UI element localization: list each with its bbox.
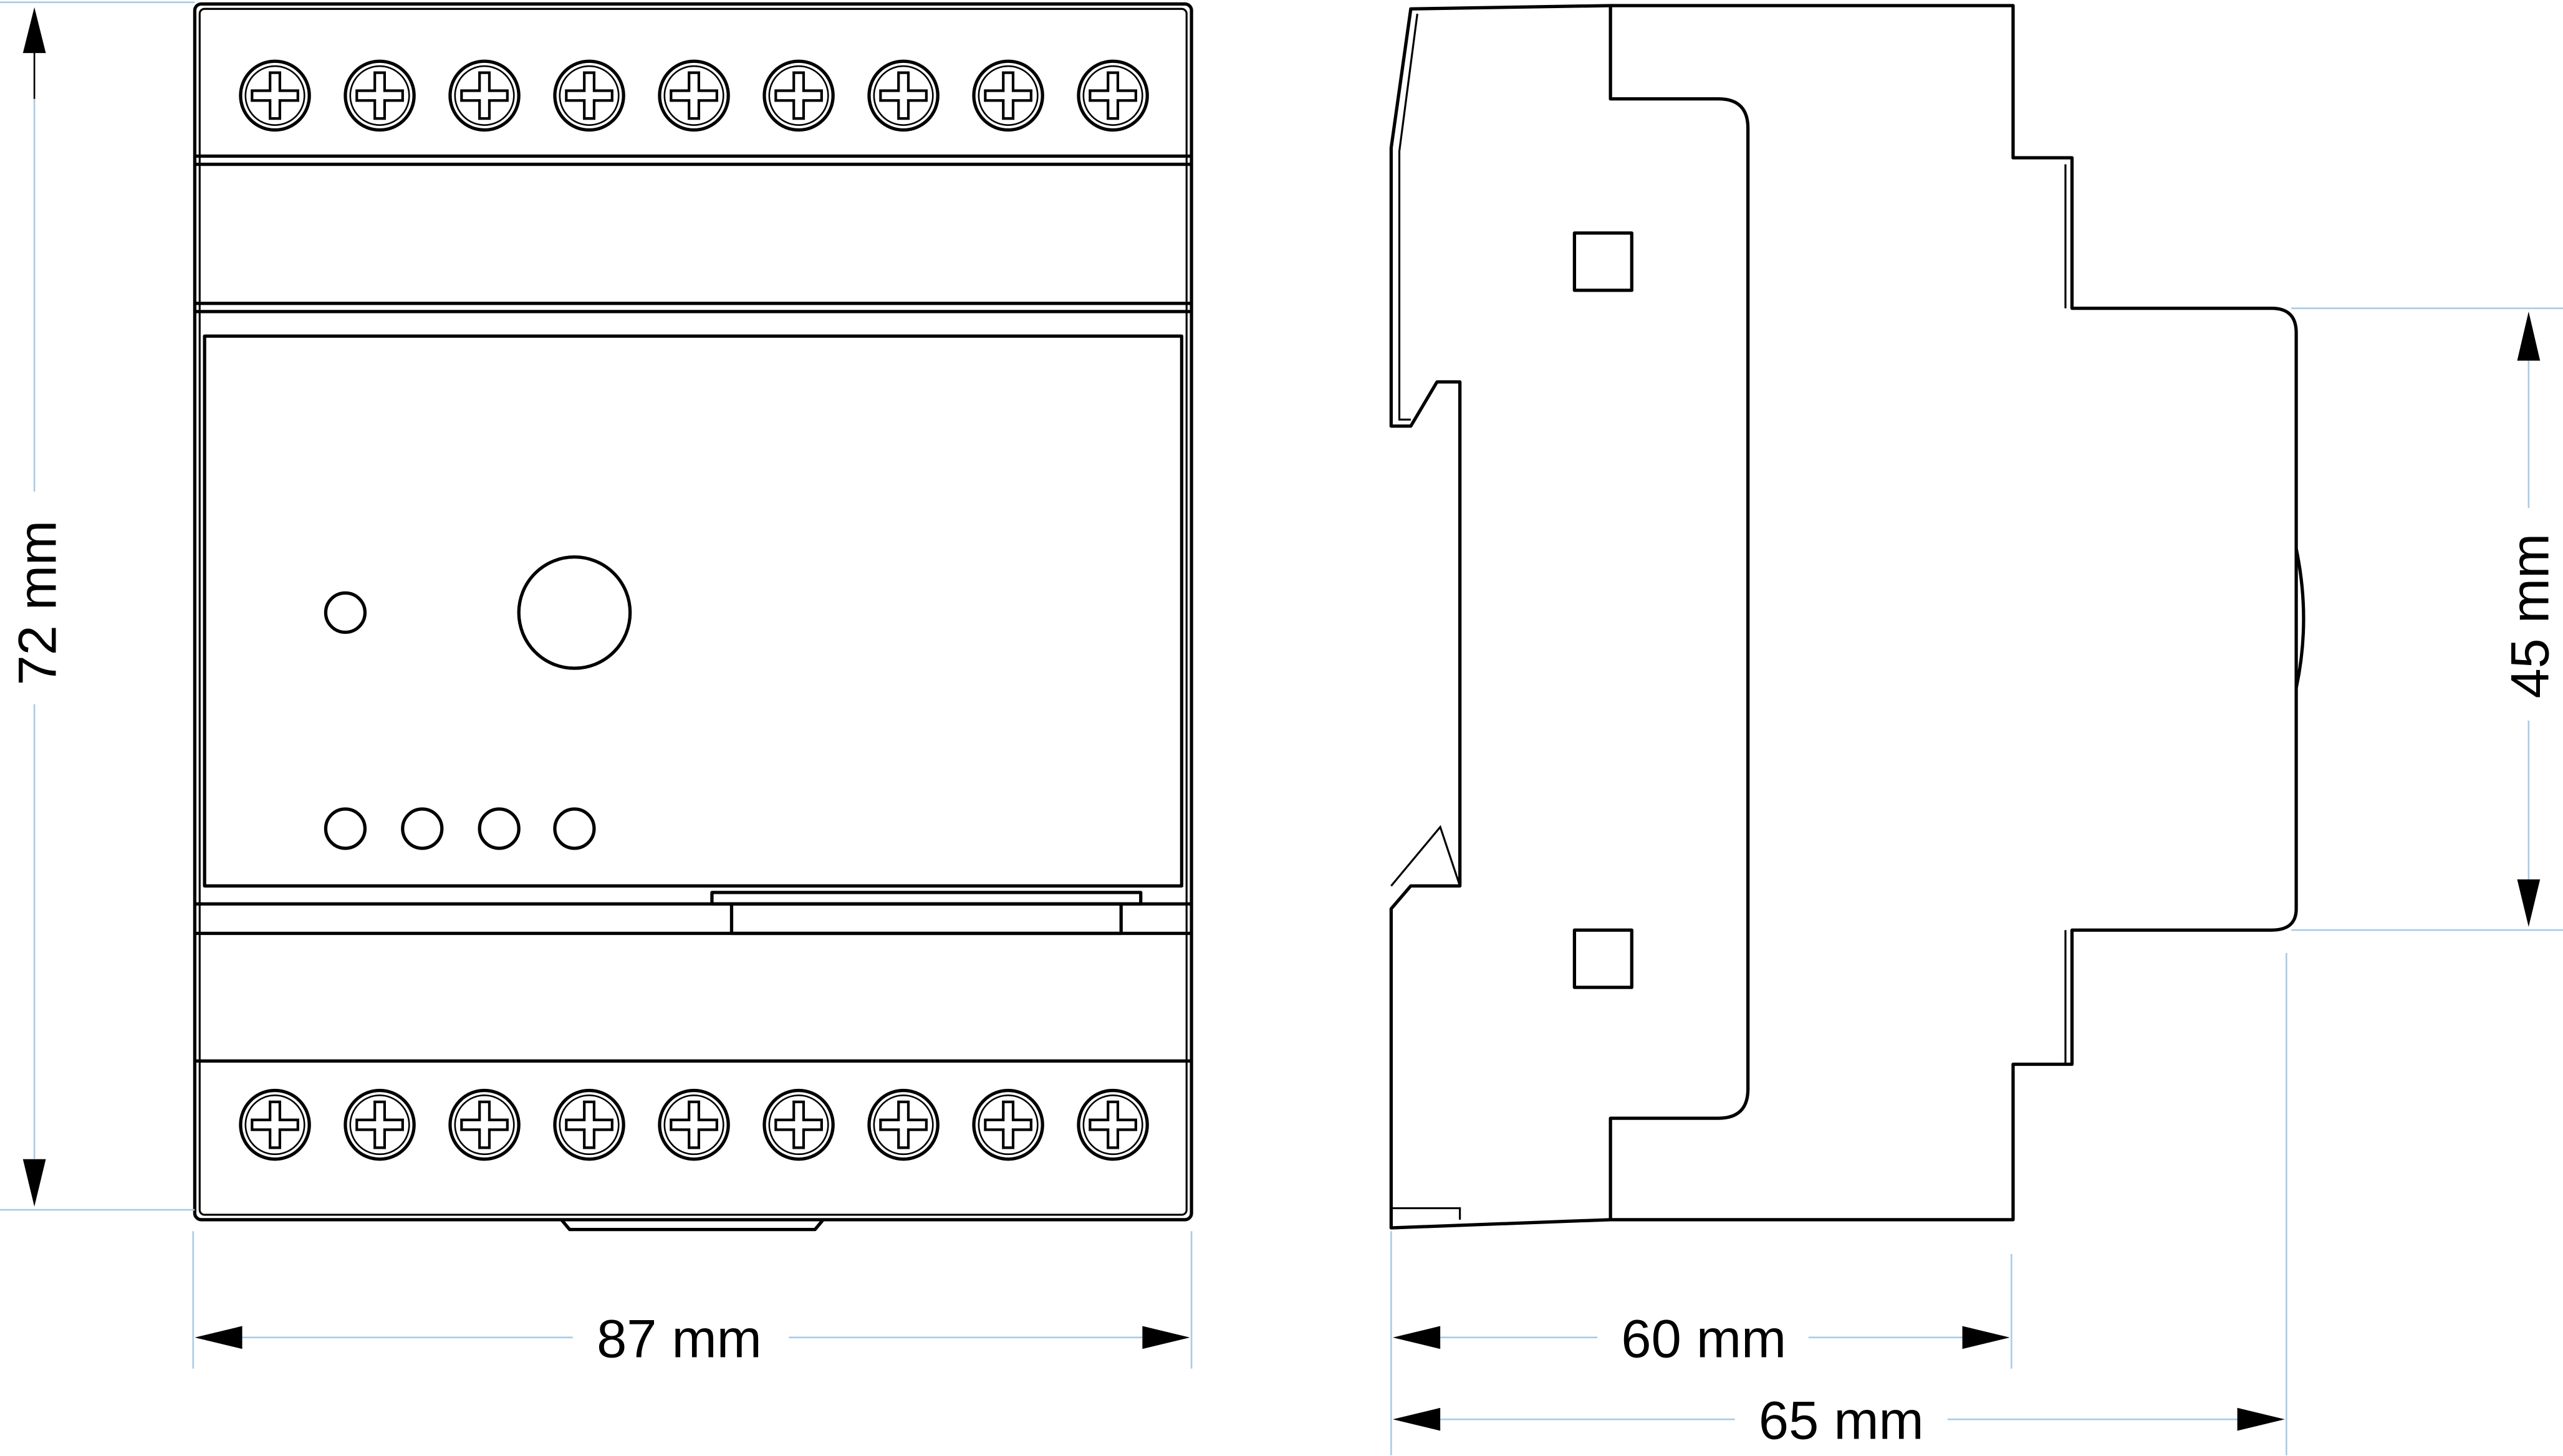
terminal-screw-icon [239, 1088, 311, 1161]
terminal-screw-icon [448, 1088, 521, 1161]
side-slot-top [1572, 231, 1633, 292]
terminal-screw-icon [344, 1088, 416, 1161]
terminal-screw-icon [1077, 1088, 1149, 1161]
dimension-87mm: 87 mm [192, 1231, 1193, 1369]
side-slot-bottom [1572, 928, 1633, 989]
terminal-screw-icon [972, 59, 1044, 132]
terminal-screw-icon [867, 1088, 940, 1161]
terminal-screw-icon [553, 59, 625, 132]
terminal-screw-icon [762, 1088, 835, 1161]
terminal-screw-icon [658, 1088, 730, 1161]
front-panel [203, 334, 1183, 888]
terminal-screw-icon [762, 59, 835, 132]
terminal-screw-icon [448, 59, 521, 132]
label-60mm: 60 mm [1621, 1309, 1786, 1369]
label-45mm: 45 mm [2500, 534, 2560, 699]
led-row [324, 807, 596, 850]
terminal-screw-icon [344, 59, 416, 132]
label-65mm: 65 mm [1759, 1391, 1924, 1451]
terminal-screw-icon [658, 59, 730, 132]
terminal-screw-icon [972, 1088, 1044, 1161]
terminal-screw-icon [867, 59, 940, 132]
indicator-led [324, 591, 367, 635]
adjust-knob [517, 555, 632, 670]
terminal-screw-icon [239, 59, 311, 132]
terminal-screw-icon [553, 1088, 625, 1161]
front-view [193, 2, 1193, 1232]
terminal-screw-icon [1077, 59, 1149, 132]
dimension-72mm: 72 mm [0, 1, 195, 1211]
dimension-60mm: 60 mm [1390, 1231, 2012, 1455]
label-87mm: 87 mm [597, 1309, 762, 1369]
terminal-row-top [239, 59, 1149, 132]
din-clip [560, 1219, 825, 1232]
dimension-45mm: 45 mm [2291, 307, 2563, 931]
terminal-row-bottom [239, 1088, 1149, 1161]
side-view [1389, 4, 2306, 1230]
label-72mm: 72 mm [7, 520, 67, 686]
dimension-65mm: 65 mm [1393, 952, 2287, 1455]
